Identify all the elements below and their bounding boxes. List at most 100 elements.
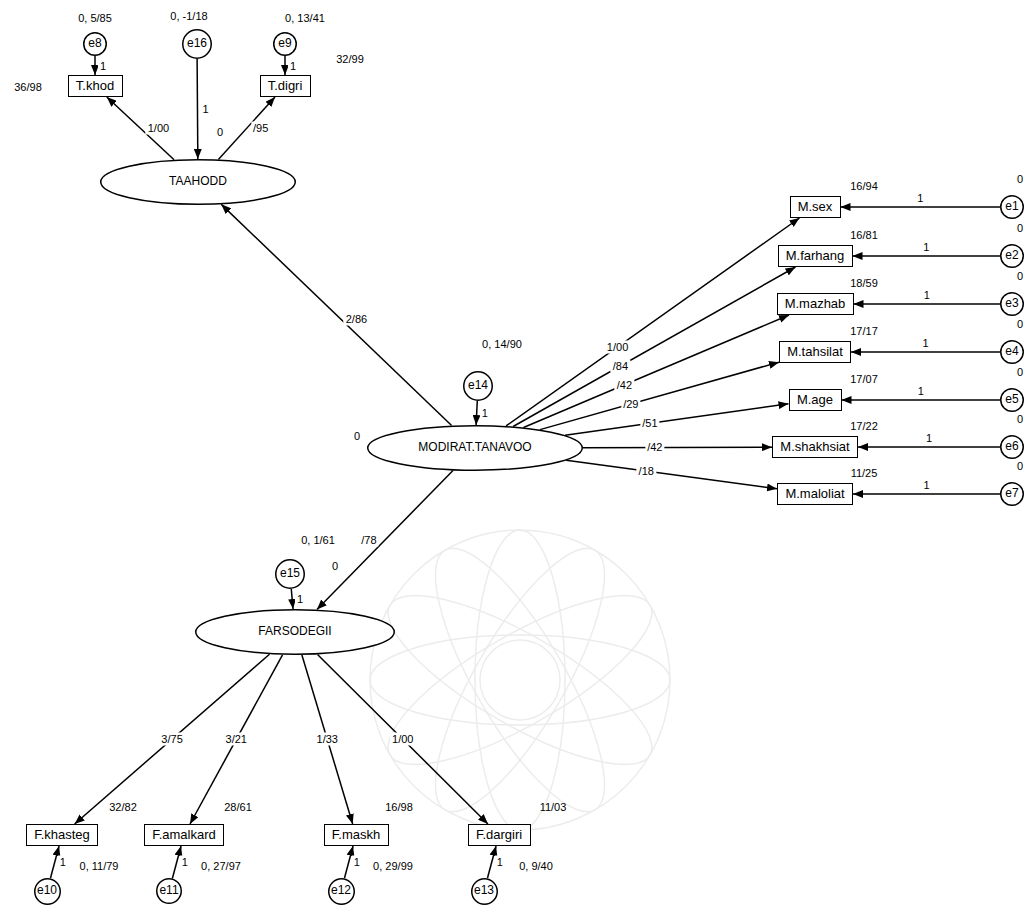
estimate-value: 11/03 — [540, 802, 567, 813]
variable-name: e1 — [1005, 200, 1018, 213]
estimate-value: 0 — [1017, 414, 1023, 425]
path-coefficient: /42 — [615, 378, 634, 391]
estimate-value: 16/94 — [850, 181, 878, 192]
outline-shape — [1001, 293, 1024, 316]
estimate-value: 0 — [217, 127, 223, 138]
path-arrow — [196, 59, 198, 159]
path-coefficient: 1 — [352, 855, 362, 868]
observed-box: M.maloliat11/25 — [777, 483, 853, 505]
path-coefficient: 1 — [295, 592, 305, 605]
path-arrow — [583, 446, 772, 448]
path-coefficient: 3/21 — [224, 733, 249, 746]
variable-name: TAAHODD — [169, 175, 227, 188]
path-coefficient: 1 — [915, 192, 925, 205]
estimate-value: 17/17 — [850, 326, 878, 337]
outline-shape — [34, 878, 60, 904]
path-coefficient: 1 — [921, 241, 931, 254]
observed-box: T.digri32/99 — [260, 75, 311, 97]
path-arrow — [854, 303, 1001, 305]
watermark-ring — [480, 640, 560, 720]
path-coefficient: 1/00 — [605, 340, 630, 353]
variable-name: e13 — [474, 884, 494, 897]
error-circle: e50 — [1000, 388, 1024, 412]
outline-shape — [274, 33, 297, 56]
estimate-value: 17/22 — [850, 421, 878, 432]
estimate-value: 28/61 — [224, 802, 252, 813]
variable-name: M.mazhab — [785, 297, 846, 311]
estimate-value: 0 — [1017, 461, 1023, 472]
estimate-value: 0, 5/85 — [78, 13, 112, 24]
error-circle: e30 — [1000, 292, 1024, 316]
path-coefficient: /29 — [621, 397, 640, 410]
variable-name: M.maloliat — [785, 487, 844, 501]
path-arrow — [841, 206, 1001, 208]
path-coefficient: 1 — [58, 855, 68, 868]
outline-shape — [1001, 341, 1024, 364]
path-coefficient: /51 — [640, 417, 659, 430]
path-coefficient: 1/00 — [146, 122, 171, 135]
path-coefficient: 1 — [200, 102, 210, 115]
estimate-value: 32/82 — [109, 802, 137, 813]
variable-name: F.maskh — [332, 828, 380, 842]
path-coefficient: /78 — [359, 534, 378, 547]
estimate-value: 0, -1/18 — [170, 11, 207, 22]
estimate-value: 17/07 — [850, 374, 878, 385]
observed-box: M.mazhab18/59 — [777, 293, 854, 315]
path-coefficient: /42 — [645, 441, 664, 454]
estimate-value: 18/59 — [850, 278, 878, 289]
path-arrow — [853, 255, 1001, 257]
watermark-rosette — [368, 528, 673, 833]
path-coefficient: 1 — [921, 479, 931, 492]
outline-shape — [157, 879, 182, 904]
variable-name: e7 — [1005, 487, 1018, 500]
variable-name: F.dargiri — [476, 828, 522, 842]
path-coefficient: 1 — [480, 406, 490, 419]
path-coefficient: 1 — [98, 59, 108, 72]
outline-shape — [84, 33, 107, 56]
path-coefficient: /18 — [637, 465, 656, 478]
observed-box: T.khod36/98 — [68, 75, 123, 97]
outline-shape — [1001, 196, 1024, 219]
observed-box: F.maskh16/98 — [324, 824, 389, 846]
variable-name: e11 — [159, 884, 178, 897]
outline-shape — [368, 426, 583, 471]
error-circle: e120, 29/99 — [328, 878, 355, 905]
variable-name: T.digri — [268, 79, 303, 93]
path-arrow — [540, 362, 779, 429]
path-arrow — [566, 460, 777, 489]
error-circle: e10 — [1000, 195, 1024, 219]
path-arrow — [107, 97, 174, 160]
path-coefficient: 1/00 — [390, 733, 415, 746]
estimate-value: 0 — [1017, 319, 1023, 330]
error-circle: e150, 1/61 — [275, 559, 305, 589]
estimate-value: 0 — [1017, 271, 1023, 282]
estimate-value: 0, 9/40 — [519, 861, 553, 872]
outline-shape — [328, 878, 354, 904]
latent-ellipse: FARSODEGII0 — [195, 609, 395, 655]
estimate-value: 0 — [1017, 174, 1023, 185]
path-coefficient: 1 — [920, 337, 930, 350]
path-arrow — [851, 351, 1000, 353]
path-arrow — [513, 267, 795, 426]
estimate-value: 0, 14/90 — [482, 339, 522, 350]
latent-ellipse: TAAHODD0 — [100, 159, 296, 205]
variable-name: e10 — [37, 884, 57, 897]
variable-name: M.farhang — [786, 249, 845, 263]
estimate-value: 0 — [1017, 223, 1023, 234]
variable-name: e16 — [187, 37, 207, 50]
path-arrow — [221, 204, 451, 425]
path-arrow — [218, 97, 275, 160]
variable-name: M.shakhsiat — [780, 440, 849, 454]
estimate-value: 32/99 — [336, 54, 364, 65]
estimate-value: 11/25 — [851, 468, 878, 479]
error-circle: e80, 5/85 — [83, 32, 107, 56]
observed-box: M.shakhsiat17/22 — [772, 436, 858, 458]
observed-box: M.age17/07 — [789, 389, 842, 411]
error-circle: e110, 27/97 — [156, 878, 182, 904]
path-coefficient: 1 — [495, 855, 505, 868]
estimate-value: 0, 13/41 — [285, 13, 325, 24]
observed-box: M.sex16/94 — [790, 196, 841, 218]
path-coefficient: 1 — [916, 385, 926, 398]
path-coefficient: 1 — [924, 432, 934, 445]
path-coefficient: 3/75 — [159, 733, 184, 746]
